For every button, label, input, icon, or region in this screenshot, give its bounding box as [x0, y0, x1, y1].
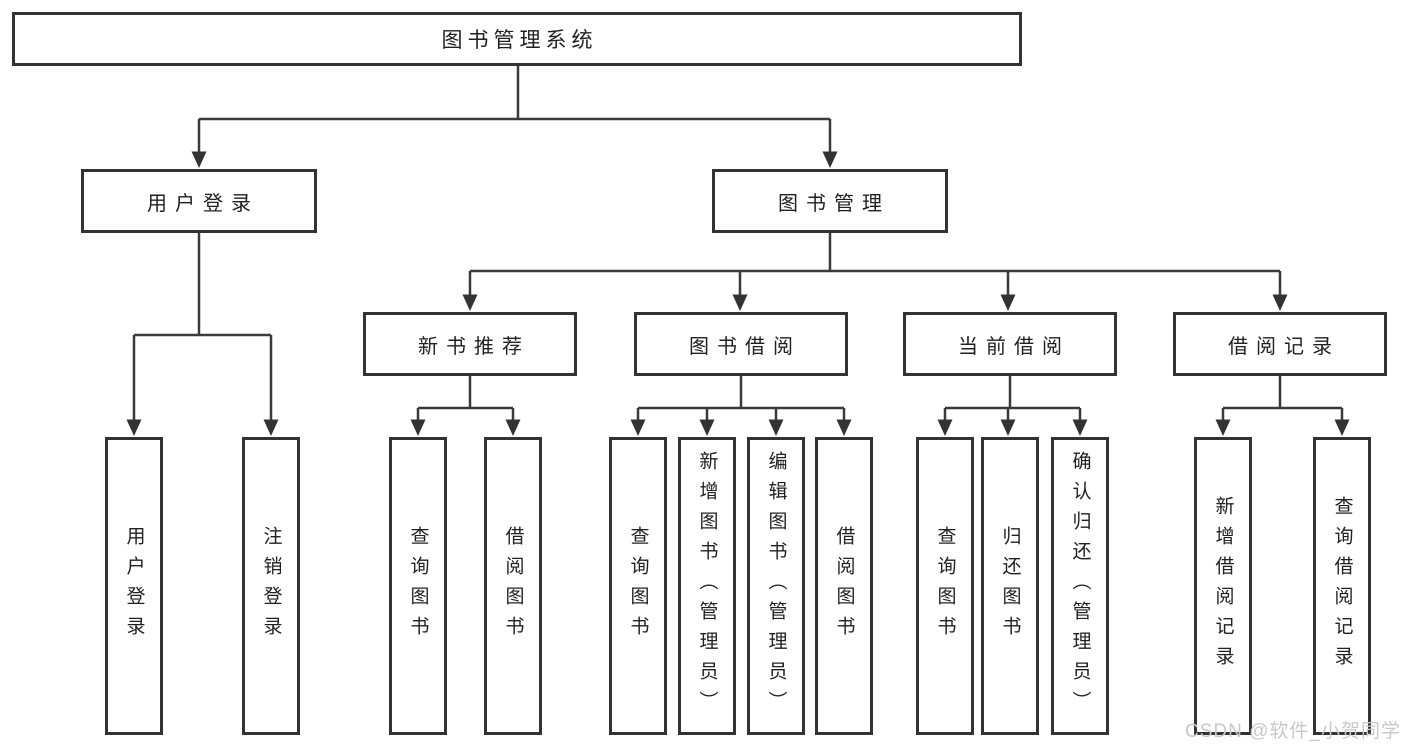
leaf-query-books-2: 查询图书 — [609, 437, 667, 735]
node-book-management: 图书管理 — [712, 169, 948, 233]
arrow-down-icon — [937, 419, 953, 436]
leaf-add-books-admin: 新增图书（管理员） — [678, 437, 736, 735]
arrow-down-icon — [263, 419, 279, 436]
arrow-down-icon — [191, 151, 207, 168]
node-root: 图书管理系统 — [12, 12, 1022, 66]
arrow-down-icon — [822, 151, 838, 168]
leaf-query-borrow-record: 查询借阅记录 — [1313, 437, 1371, 735]
node-new-book-recommend: 新书推荐 — [363, 312, 577, 376]
leaf-user-login: 用户登录 — [105, 437, 163, 735]
arrow-down-icon — [1215, 419, 1231, 436]
leaf-return-books: 归还图书 — [981, 437, 1039, 735]
arrow-down-icon — [462, 294, 478, 311]
node-current-borrow: 当前借阅 — [903, 312, 1117, 376]
leaf-edit-books-admin: 编辑图书（管理员） — [747, 437, 805, 735]
arrow-down-icon — [1272, 294, 1288, 311]
arrow-down-icon — [126, 419, 142, 436]
arrow-down-icon — [1000, 419, 1016, 436]
arrow-down-icon — [1000, 294, 1016, 311]
leaf-logout: 注销登录 — [242, 437, 300, 735]
arrow-down-icon — [699, 419, 715, 436]
leaf-query-books-3: 查询图书 — [916, 437, 974, 735]
node-borrow-record: 借阅记录 — [1173, 312, 1387, 376]
arrow-down-icon — [410, 419, 426, 436]
arrow-down-icon — [732, 294, 748, 311]
node-user-login: 用户登录 — [81, 169, 317, 233]
arrow-down-icon — [1334, 419, 1350, 436]
arrow-down-icon — [1072, 419, 1088, 436]
leaf-add-borrow-record: 新增借阅记录 — [1194, 437, 1252, 735]
leaf-borrow-books-2: 借阅图书 — [815, 437, 873, 735]
arrowheads — [126, 151, 1350, 436]
leaf-borrow-books-1: 借阅图书 — [484, 437, 542, 735]
csdn-watermark: CSDN @软件_小贺同学 — [1185, 721, 1401, 742]
node-book-borrow: 图书借阅 — [634, 312, 848, 376]
arrow-down-icon — [630, 419, 646, 436]
arrow-down-icon — [768, 419, 784, 436]
leaf-query-books-1: 查询图书 — [389, 437, 447, 735]
arrow-down-icon — [836, 419, 852, 436]
arrow-down-icon — [505, 419, 521, 436]
connector-lines — [132, 66, 1344, 421]
leaf-confirm-return-admin: 确认归还（管理员） — [1051, 437, 1109, 735]
